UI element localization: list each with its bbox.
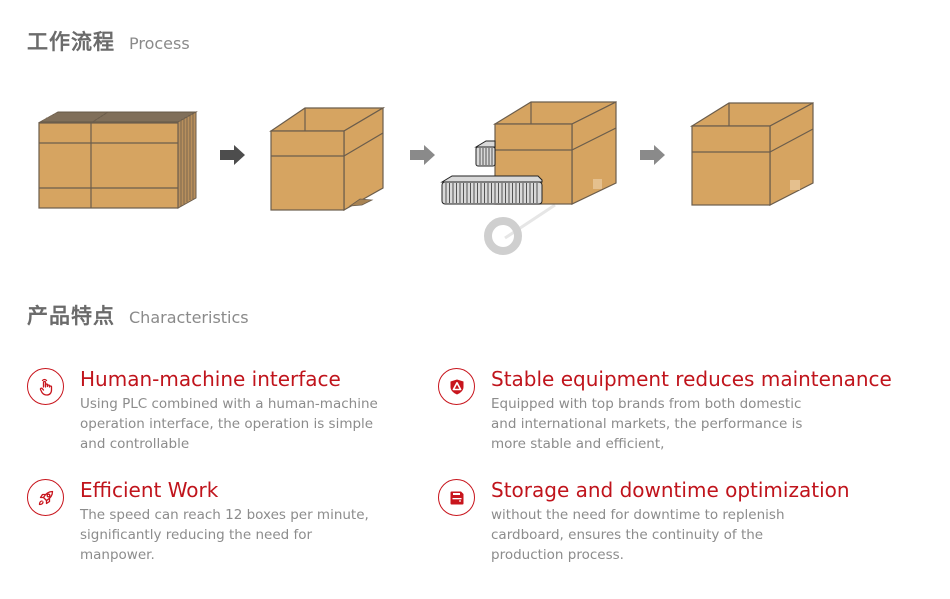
process-diagram [0, 90, 950, 270]
process-title-zh: 工作流程 [27, 30, 115, 54]
storage-disk-icon [438, 479, 475, 516]
feature-storage-downtime: Storage and downtime optimization withou… [438, 478, 850, 565]
touch-hand-icon [27, 368, 64, 405]
feature-title: Storage and downtime optimization [491, 478, 850, 502]
feature-description: without the need for downtime to repleni… [491, 507, 785, 563]
arrow-right-icon [220, 145, 245, 165]
feature-efficient-work: Efficient Work The speed can reach 12 bo… [27, 478, 390, 565]
feature-description: Equipped with top brands from both domes… [491, 396, 803, 452]
flat-cardboard-stack-illustration [38, 111, 198, 209]
feature-title: Stable equipment reduces maintenance [491, 367, 892, 391]
arrow-right-icon [640, 145, 665, 165]
feature-description: The speed can reach 12 boxes per minute,… [80, 507, 369, 563]
feature-description: Using PLC combined with a human-machine … [80, 396, 378, 452]
characteristics-title-en: Characteristics [129, 308, 249, 327]
finished-box-illustration [689, 101, 814, 206]
feature-human-machine-interface: Human-machine interface Using PLC combin… [27, 367, 390, 454]
rocket-icon [27, 479, 64, 516]
feature-title: Human-machine interface [80, 367, 341, 391]
process-section-title: 工作流程 Process [27, 26, 190, 56]
shield-icon [438, 368, 475, 405]
feature-title: Efficient Work [80, 478, 219, 502]
arrow-right-icon [410, 145, 435, 165]
formed-open-box-illustration [269, 106, 386, 212]
process-title-en: Process [129, 34, 190, 53]
characteristics-title-zh: 产品特点 [27, 304, 115, 328]
box-sealing-with-tape-illustration [440, 101, 617, 255]
characteristics-section-title: 产品特点 Characteristics [27, 300, 249, 330]
feature-stable-equipment: Stable equipment reduces maintenance Equ… [438, 367, 892, 454]
